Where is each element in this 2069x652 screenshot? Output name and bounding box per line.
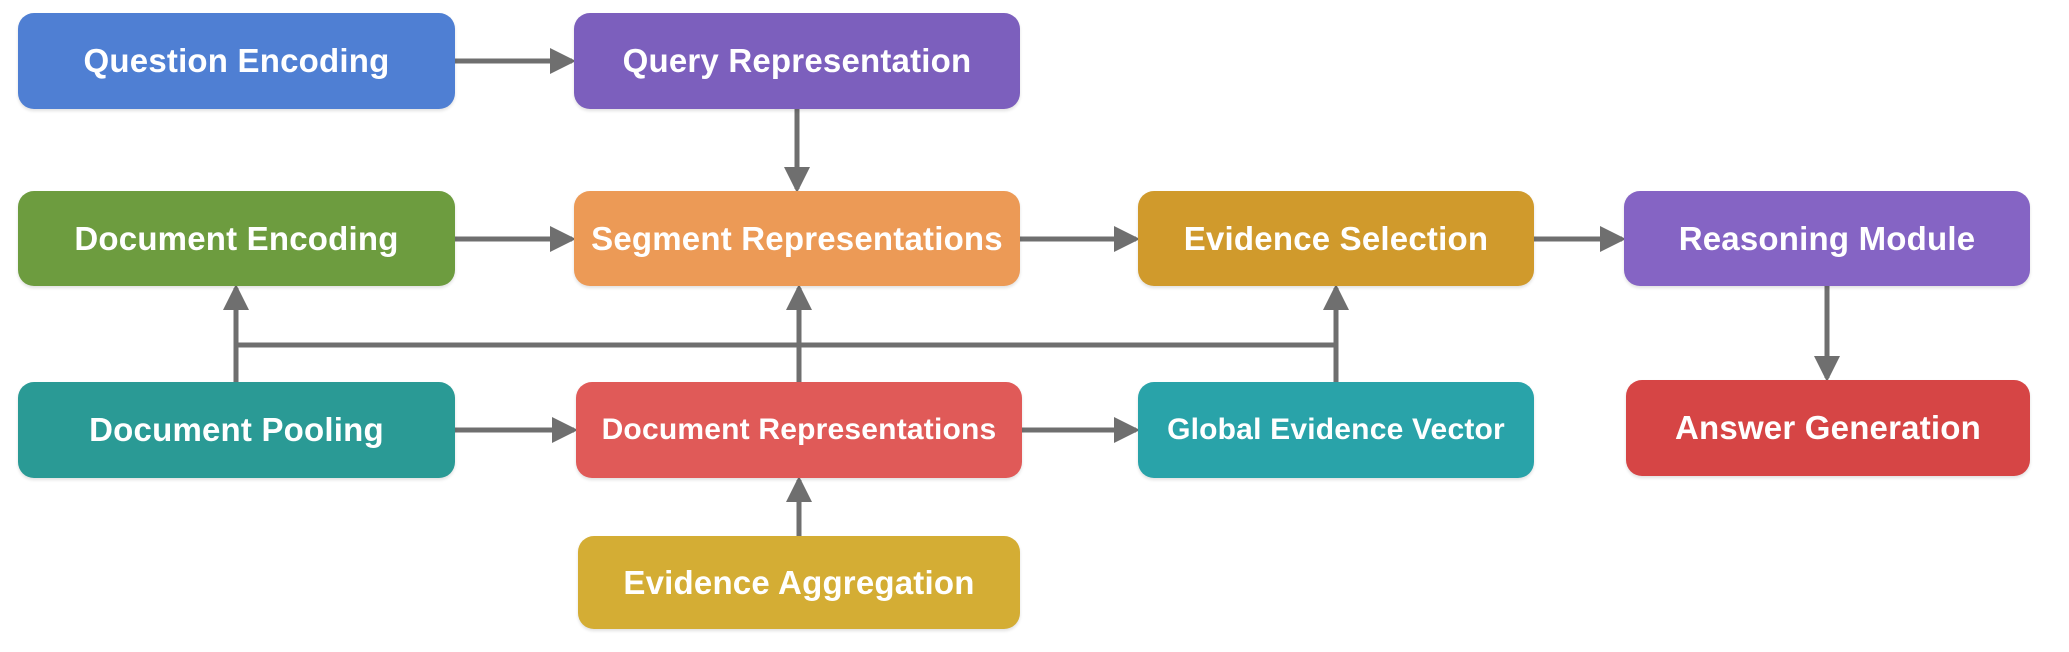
query-representation-node: Query Representation bbox=[574, 13, 1020, 109]
segment-representations-label: Segment Representations bbox=[591, 219, 1003, 257]
evidence-aggregation-node: Evidence Aggregation bbox=[578, 536, 1020, 629]
evidence-selection-node: Evidence Selection bbox=[1138, 191, 1534, 286]
query-representation-label: Query Representation bbox=[622, 42, 972, 79]
evidence-selection-label: Evidence Selection bbox=[1183, 219, 1489, 257]
reasoning-module-label: Reasoning Module bbox=[1678, 219, 1976, 257]
document-representations-node: Document Representations bbox=[576, 382, 1022, 478]
question-encoding-node: Question Encoding bbox=[18, 13, 455, 109]
evidence-aggregation-label: Evidence Aggregation bbox=[623, 563, 975, 601]
document-pooling-label: Document Pooling bbox=[89, 411, 384, 448]
answer-generation-label: Answer Generation bbox=[1675, 409, 1981, 446]
answer-generation-node: Answer Generation bbox=[1626, 380, 2030, 476]
global-evidence-vector-node: Global Evidence Vector bbox=[1138, 382, 1534, 478]
document-encoding-label: Document Encoding bbox=[74, 219, 399, 257]
document-encoding-node: Document Encoding bbox=[18, 191, 455, 286]
document-pooling-node: Document Pooling bbox=[18, 382, 455, 478]
reasoning-module-node: Reasoning Module bbox=[1624, 191, 2030, 286]
segment-representations-node: Segment Representations bbox=[574, 191, 1020, 286]
global-evidence-vector-label: Global Evidence Vector bbox=[1167, 413, 1505, 446]
question-encoding-label: Question Encoding bbox=[83, 42, 390, 79]
document-representations-label: Document Representations bbox=[601, 413, 997, 446]
